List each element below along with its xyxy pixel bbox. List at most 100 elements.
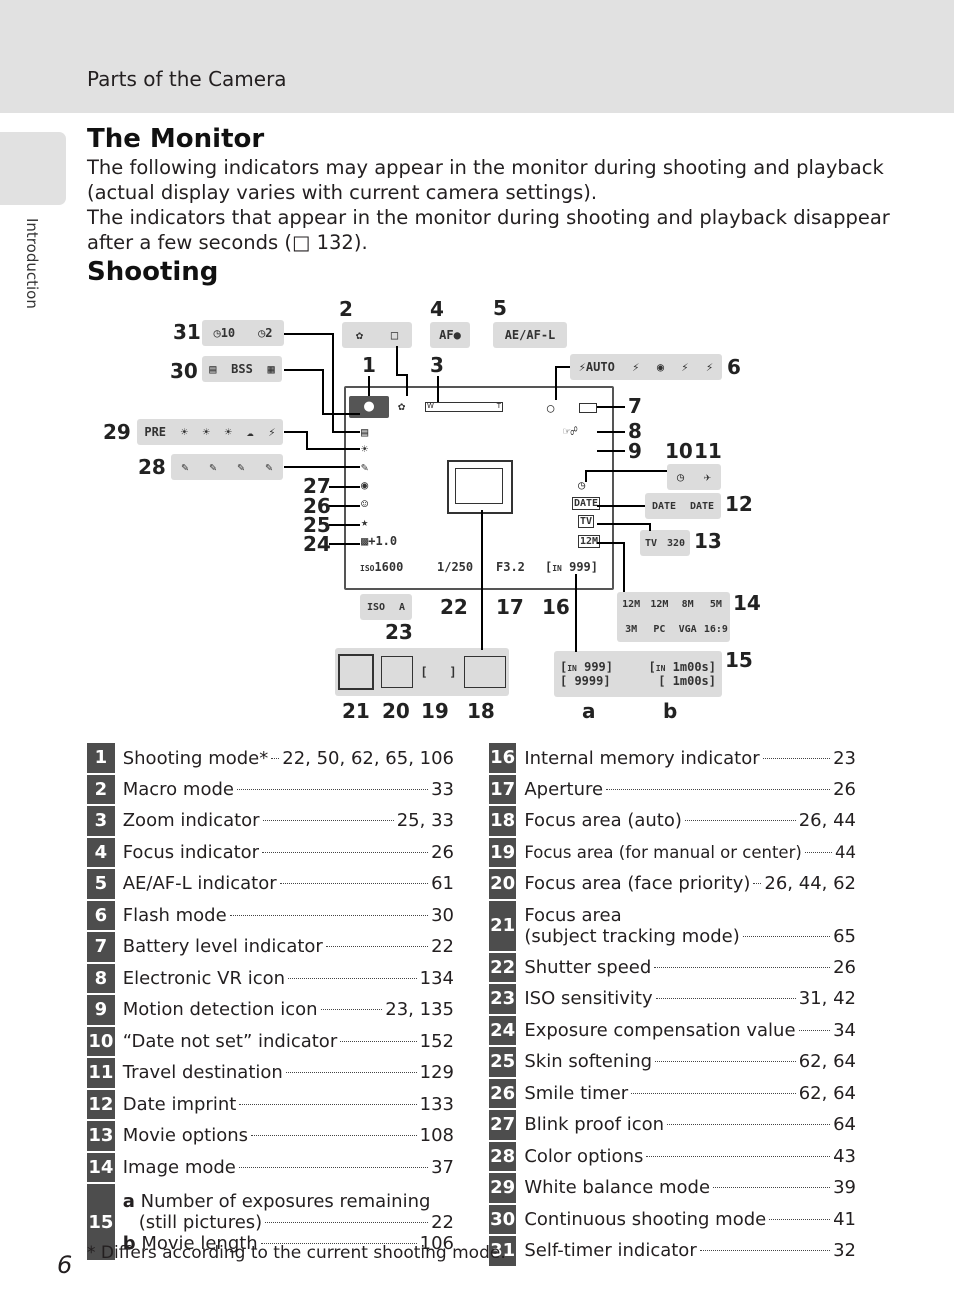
legend-entry: Focus area (for manual or center) 44 (516, 837, 856, 869)
legend-label: Focus area (auto) (524, 810, 682, 832)
legend-entry: a Number of exposures remaining(still pi… (115, 1183, 454, 1261)
callout-6: 6 (727, 355, 741, 379)
leader-8 (597, 431, 625, 433)
legend-number: 18 (489, 805, 517, 838)
remaining-box: [IN 999][IN 1m00s] [ 9999][ 1m00s] (554, 651, 722, 697)
intro-line-2: (actual display varies with current came… (87, 181, 598, 204)
aperture-readout: F3.2 (496, 560, 525, 574)
macro-box: ✿□ (342, 322, 412, 348)
legend-label: Blink proof icon (524, 1114, 665, 1136)
leader-28 (284, 466, 360, 468)
legend-pages: 32 (833, 1240, 856, 1262)
legend-label: Focus area (for manual or center) (524, 842, 802, 862)
legend-label: Motion detection icon (122, 999, 318, 1021)
focus-ind-box: AF● (430, 322, 470, 348)
section-title: Parts of the Camera (87, 67, 287, 91)
section-heading: Shooting (87, 257, 219, 287)
legend-pages: 26, 44 (798, 810, 856, 832)
legend-label: Focus area (524, 904, 622, 926)
legend-label: Shutter speed (524, 956, 652, 978)
callout-21: 21 (342, 699, 370, 723)
leader-30 (284, 369, 324, 371)
page-header: Parts of the Camera (0, 0, 954, 113)
iso-readout: ISO1600 (360, 560, 404, 574)
leader-6 (555, 366, 557, 400)
intro-line-3: The indicators that appear in the monito… (87, 206, 890, 229)
intro-line-1: The following indicators may appear in t… (87, 156, 884, 179)
legend-label: Self-timer indicator (524, 1240, 697, 1262)
legend-number: 25 (489, 1046, 517, 1079)
legend-label: White balance mode (524, 1177, 711, 1199)
legend-number: 19 (489, 836, 517, 869)
legend-pages: 44 (835, 842, 856, 862)
focus-area-frame (447, 460, 513, 514)
callout-5: 5 (493, 296, 507, 320)
leader-10v (585, 470, 587, 482)
legend-pages: 64 (833, 1114, 856, 1136)
legend-label: Movie options (122, 1125, 249, 1147)
legend-label: Focus area (face priority) (524, 873, 751, 895)
footnote: * Differs according to the current shoot… (87, 1243, 506, 1263)
leader-29v (306, 431, 308, 449)
legend-pages: 23, 135 (385, 999, 454, 1021)
leader-7 (597, 406, 625, 408)
color-box: ✎✎✎✎ (171, 454, 283, 480)
legend-pages: 26 (431, 841, 454, 863)
leader-2h (396, 374, 408, 376)
legend-entry: Shooting mode*22, 50, 62, 65, 106 (115, 743, 454, 774)
legend-number: 13 (87, 1120, 115, 1153)
legend-entry: Focus area (face priority)26, 44, 62 (516, 868, 856, 900)
legend-label: Macro mode (122, 778, 234, 800)
legend-number: 15 (87, 1183, 115, 1262)
legend-sub-letter: a (122, 1190, 135, 1212)
leader-30h (322, 413, 360, 415)
callout-23: 23 (385, 620, 413, 644)
legend-number: 2 (87, 773, 115, 806)
legend-pages: 108 (419, 1125, 454, 1147)
callout-2: 2 (339, 297, 353, 321)
leader-1 (368, 376, 370, 396)
leader-24 (329, 543, 360, 545)
leader-2v2 (406, 374, 408, 396)
legend-number: 21 (489, 899, 517, 953)
legend-label: Internal memory indicator (524, 747, 760, 769)
image-mode-icon: 12M (578, 535, 601, 548)
leader-10 (585, 470, 667, 472)
page-number: 6 (57, 1251, 73, 1279)
leader-13v (649, 523, 651, 531)
exposure-comp-icon: ▩+1.0 (361, 534, 398, 548)
legend-label: Number of exposures remaining (140, 1190, 431, 1212)
leader-13 (597, 523, 651, 525)
legend-pages: 41 (833, 1208, 856, 1230)
callout-11: 11 (694, 439, 722, 463)
continuous-icon: ▤ (361, 425, 369, 439)
legend-number: 16 (489, 743, 517, 775)
legend-number: 24 (489, 1014, 517, 1047)
legend-number: 7 (87, 931, 115, 964)
leader-3 (437, 376, 439, 402)
legend-number: 20 (489, 868, 517, 901)
monitor-frame (344, 386, 614, 590)
legend-pages: 43 (833, 1145, 856, 1167)
